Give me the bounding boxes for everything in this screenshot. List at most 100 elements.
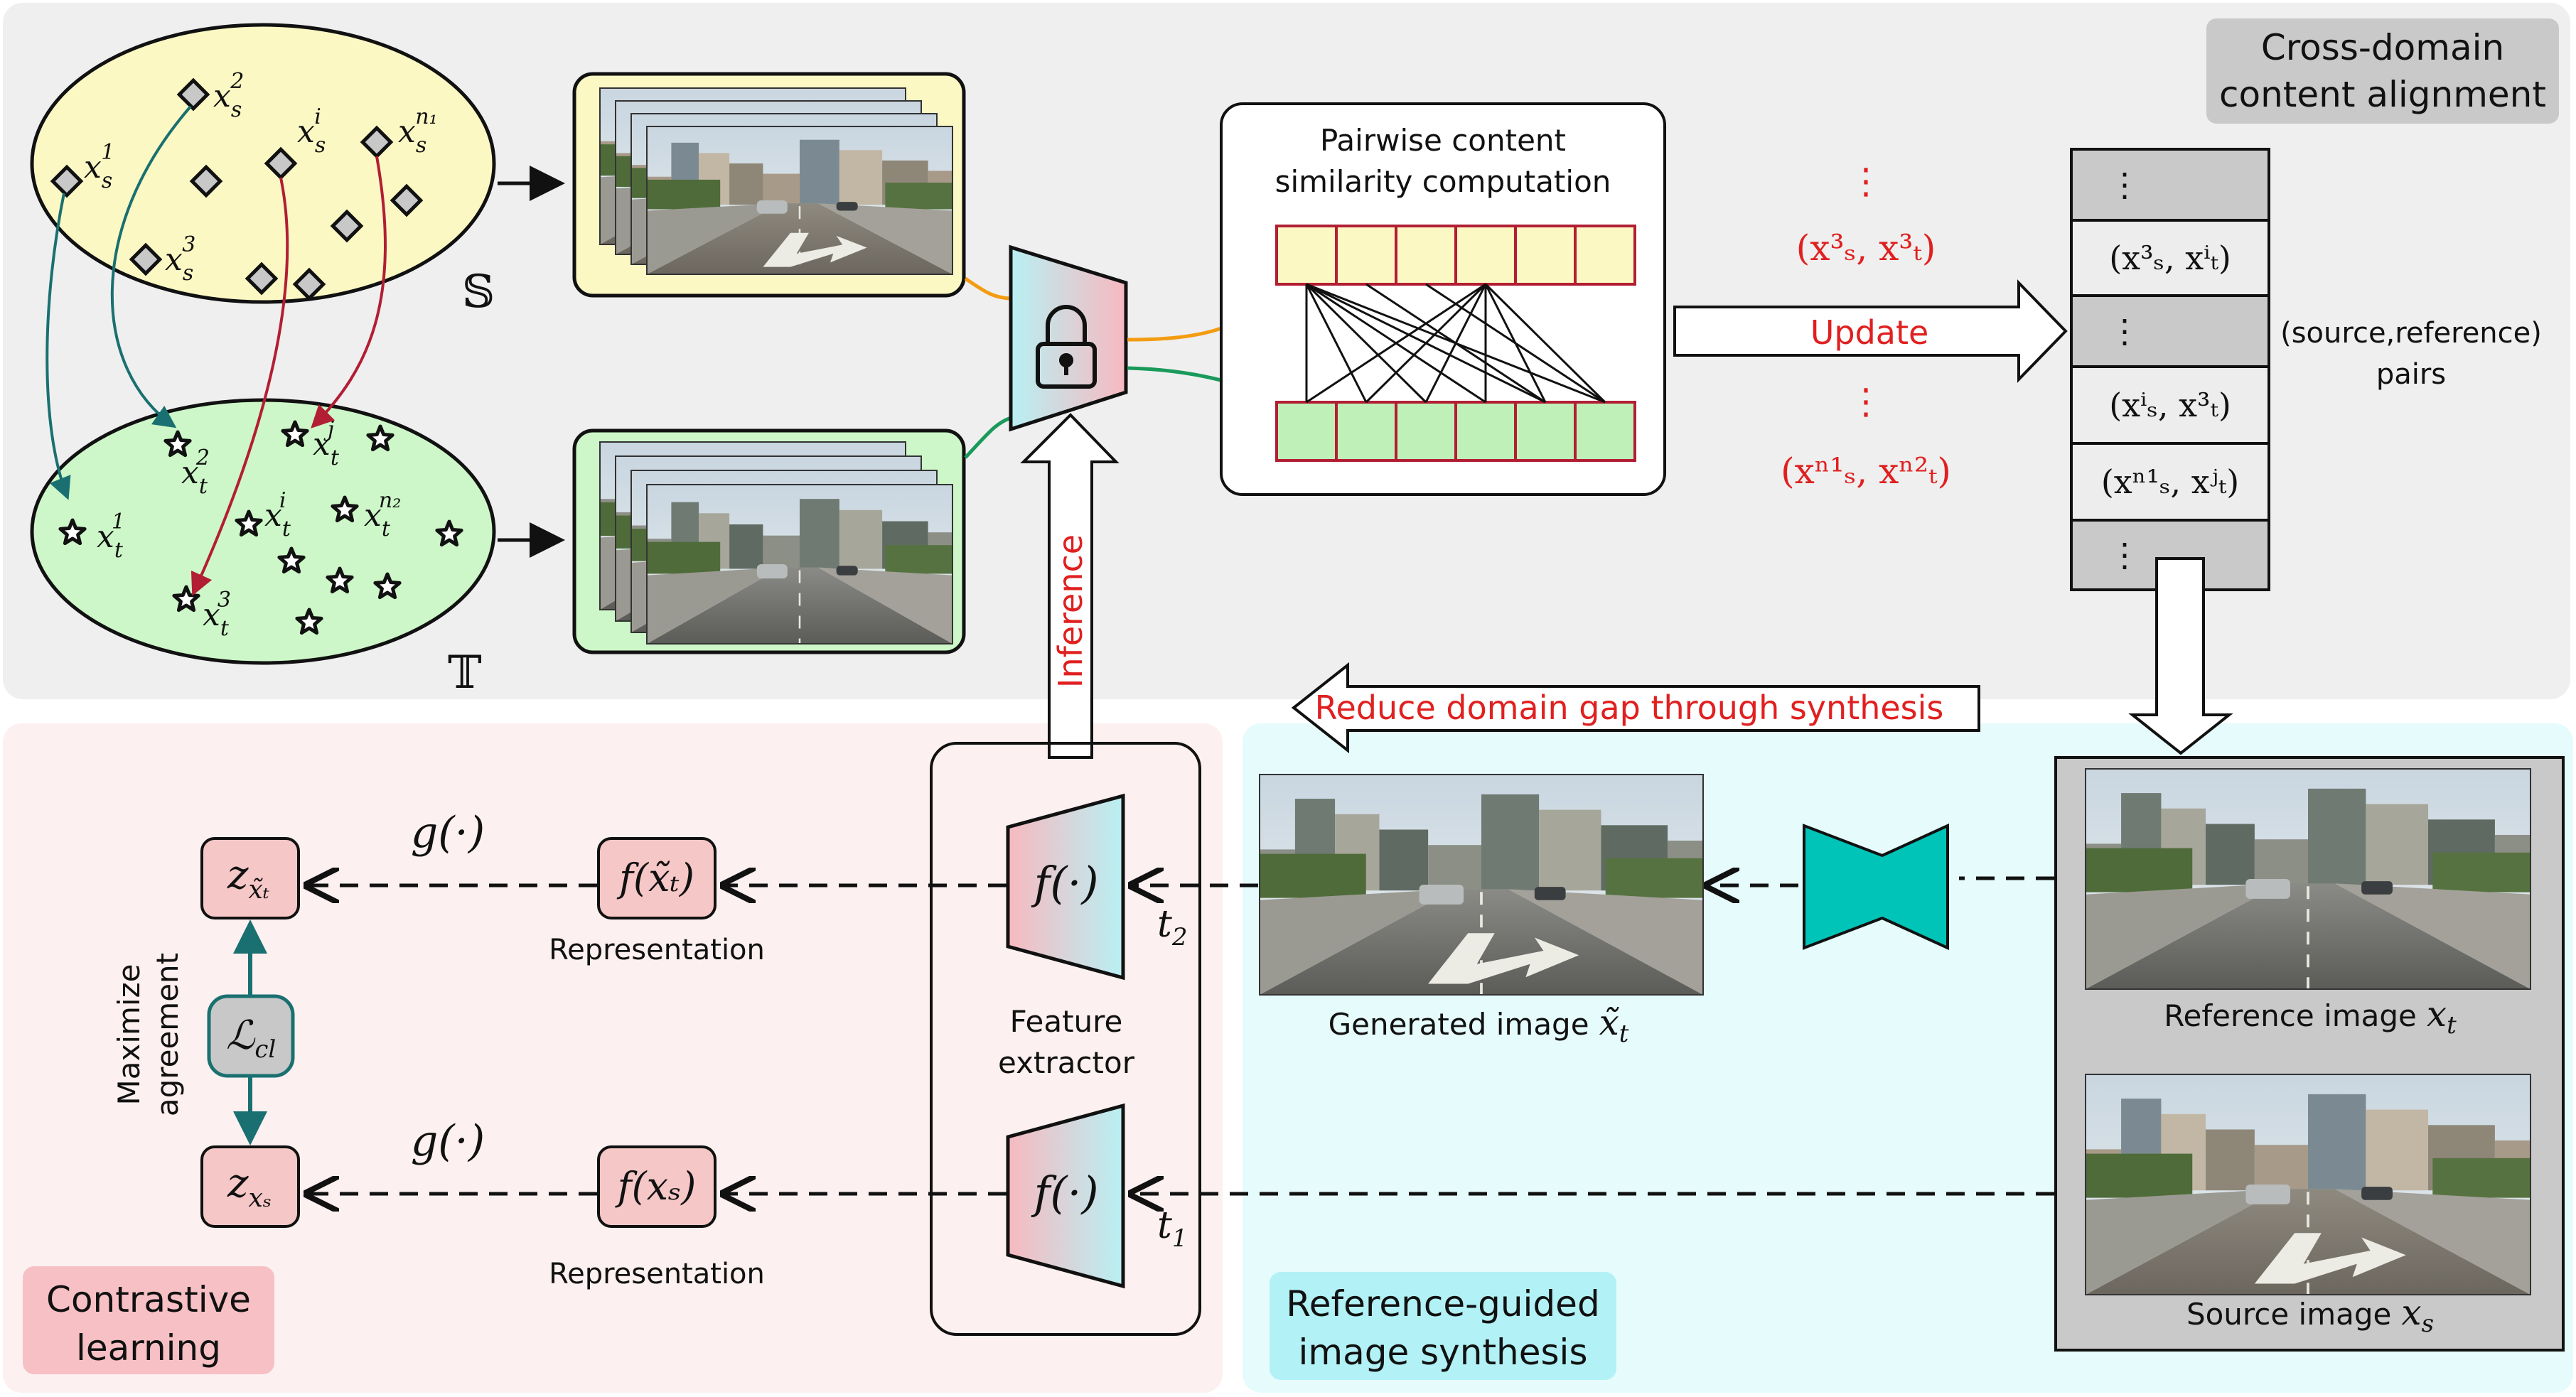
target-feature-cell — [1574, 401, 1636, 462]
queue-cell-label: ⋮ — [2108, 166, 2141, 204]
match-arrow-3 — [190, 177, 289, 596]
target-domain-symbol: 𝕋 — [448, 647, 482, 699]
extractor-f-label-top: f(·) — [1031, 857, 1098, 909]
svg-text:zxₛ: zxₛ — [227, 1160, 272, 1213]
similarity-title-line1: Pairwise content — [1320, 123, 1566, 158]
source-image — [2085, 1074, 2531, 1295]
red-pair-1: (x³ₛ, x³ₜ) — [1796, 227, 1936, 269]
source-feature-cell — [1514, 225, 1577, 286]
feature-extractor-caption-2: extractor — [998, 1045, 1135, 1080]
star-icon — [435, 519, 463, 547]
feature-extractor-top: f(·) — [1006, 793, 1125, 981]
extractor-f-label-bottom: f(·) — [1031, 1167, 1098, 1219]
target-image-stack — [572, 428, 966, 654]
queue-cell-label: (xⁱₛ, x³ₜ) — [2109, 386, 2231, 424]
contrastive-badge: Contrastive learning — [23, 1266, 274, 1374]
svg-text:zx̃ₜ: zx̃ₜ — [227, 852, 269, 905]
representation-label-bottom: Representation — [549, 1258, 765, 1290]
queue-cell — [2070, 294, 2270, 368]
target-feature-cell — [1335, 401, 1397, 462]
target-feature-cell — [1275, 401, 1338, 462]
red-vdots-top: ⋮ — [1848, 161, 1884, 202]
queue-down-arrow — [2128, 557, 2233, 755]
maximize-agreement-line1: Maximize — [112, 964, 146, 1106]
target-label-j: xtj — [313, 417, 340, 470]
source-image-stack — [572, 72, 966, 298]
feature-extractor-box: Feature extractor — [930, 742, 1201, 1336]
frozen-encoder — [1009, 244, 1128, 432]
diamond-icon — [330, 209, 364, 243]
similarity-links — [1305, 283, 1606, 404]
diamond-icon — [245, 261, 279, 296]
match-arrow-2 — [110, 105, 192, 428]
similarity-title-line2: similarity computation — [1275, 164, 1611, 199]
target-label-3: xt3 — [203, 588, 231, 641]
red-vdots-bottom: ⋮ — [1848, 381, 1884, 422]
update-label: Update — [1810, 313, 1929, 352]
star-icon — [326, 566, 354, 594]
generated-image — [1259, 774, 1704, 996]
red-pair-2: (xⁿ¹ₛ, xⁿ²ₜ) — [1781, 451, 1951, 492]
star-icon — [281, 420, 309, 448]
diamond-icon — [390, 183, 424, 217]
pairs-label-line2: pairs — [2376, 358, 2446, 391]
source-stack-to-encoder-arrow — [964, 276, 1010, 301]
diamond-icon — [264, 146, 298, 180]
star-icon — [295, 608, 323, 635]
source-label-i: xsi — [297, 104, 326, 158]
target-label-i: xti — [264, 488, 291, 541]
queue-cell — [2070, 365, 2270, 445]
inference-arrow: Inference — [1020, 413, 1120, 759]
diamond-icon — [360, 125, 394, 159]
update-arrow: Update — [1673, 279, 2068, 383]
source-domain-symbol: 𝕊 — [462, 266, 495, 318]
contrastive-badge-line2: learning — [76, 1327, 221, 1369]
source-feature-cell — [1275, 225, 1338, 286]
match-arrow-1 — [45, 193, 71, 500]
source-samples — [50, 77, 424, 301]
star-icon — [235, 509, 263, 537]
star-icon — [373, 572, 402, 600]
generator-icon — [1803, 823, 1949, 951]
feature-extractor-bottom: f(·) — [1006, 1103, 1125, 1289]
target-label-1: xt1 — [97, 509, 125, 563]
source-feature-cell — [1395, 225, 1457, 286]
reduce-gap-arrow: Reduce domain gap through synthesis — [1291, 662, 1980, 754]
z-source-node: zxₛ — [200, 1145, 300, 1228]
cross-domain-badge: Cross-domain content alignment — [2206, 18, 2559, 124]
g-label-top: g(·) — [411, 808, 485, 858]
queue-cell — [2070, 148, 2270, 222]
contrastive-loss-node: ℒcl — [207, 994, 295, 1078]
target-samples — [58, 420, 463, 635]
cross-domain-badge-line1: Cross-domain — [2261, 27, 2504, 68]
queue-cell-label: ⋮ — [2108, 536, 2141, 574]
diamond-icon — [129, 242, 163, 276]
svg-text:f(x̃ₜ): f(x̃ₜ) — [616, 856, 694, 900]
target-label-2: xt2 — [181, 446, 210, 499]
g-label-bottom: g(·) — [411, 1116, 485, 1166]
star-icon — [277, 546, 306, 574]
star-icon — [366, 424, 395, 452]
source-label-2: xs2 — [213, 69, 244, 122]
match-arrow-4 — [311, 156, 387, 428]
queue-cell — [2070, 442, 2270, 522]
source-domain-ellipse — [30, 23, 496, 304]
f-generated-node: f(x̃ₜ) — [597, 837, 717, 919]
target-feature-cell — [1395, 401, 1457, 462]
source-feature-cell — [1454, 225, 1517, 286]
star-icon — [331, 495, 359, 523]
queue-cell-label: (x³ₛ, xⁱₜ) — [2109, 239, 2231, 277]
target-feature-cell — [1514, 401, 1577, 462]
feature-extractor-caption-1: Feature — [1010, 1004, 1123, 1039]
target-label-n2: xtn₂ — [364, 488, 401, 541]
reference-image — [2085, 768, 2531, 990]
t2-label: t2 — [1157, 903, 1188, 951]
cross-domain-badge-line2: content alignment — [2219, 74, 2546, 115]
source-feature-cell — [1574, 225, 1636, 286]
synthesis-badge-line2: image synthesis — [1298, 1332, 1587, 1373]
diamond-icon — [50, 164, 84, 198]
